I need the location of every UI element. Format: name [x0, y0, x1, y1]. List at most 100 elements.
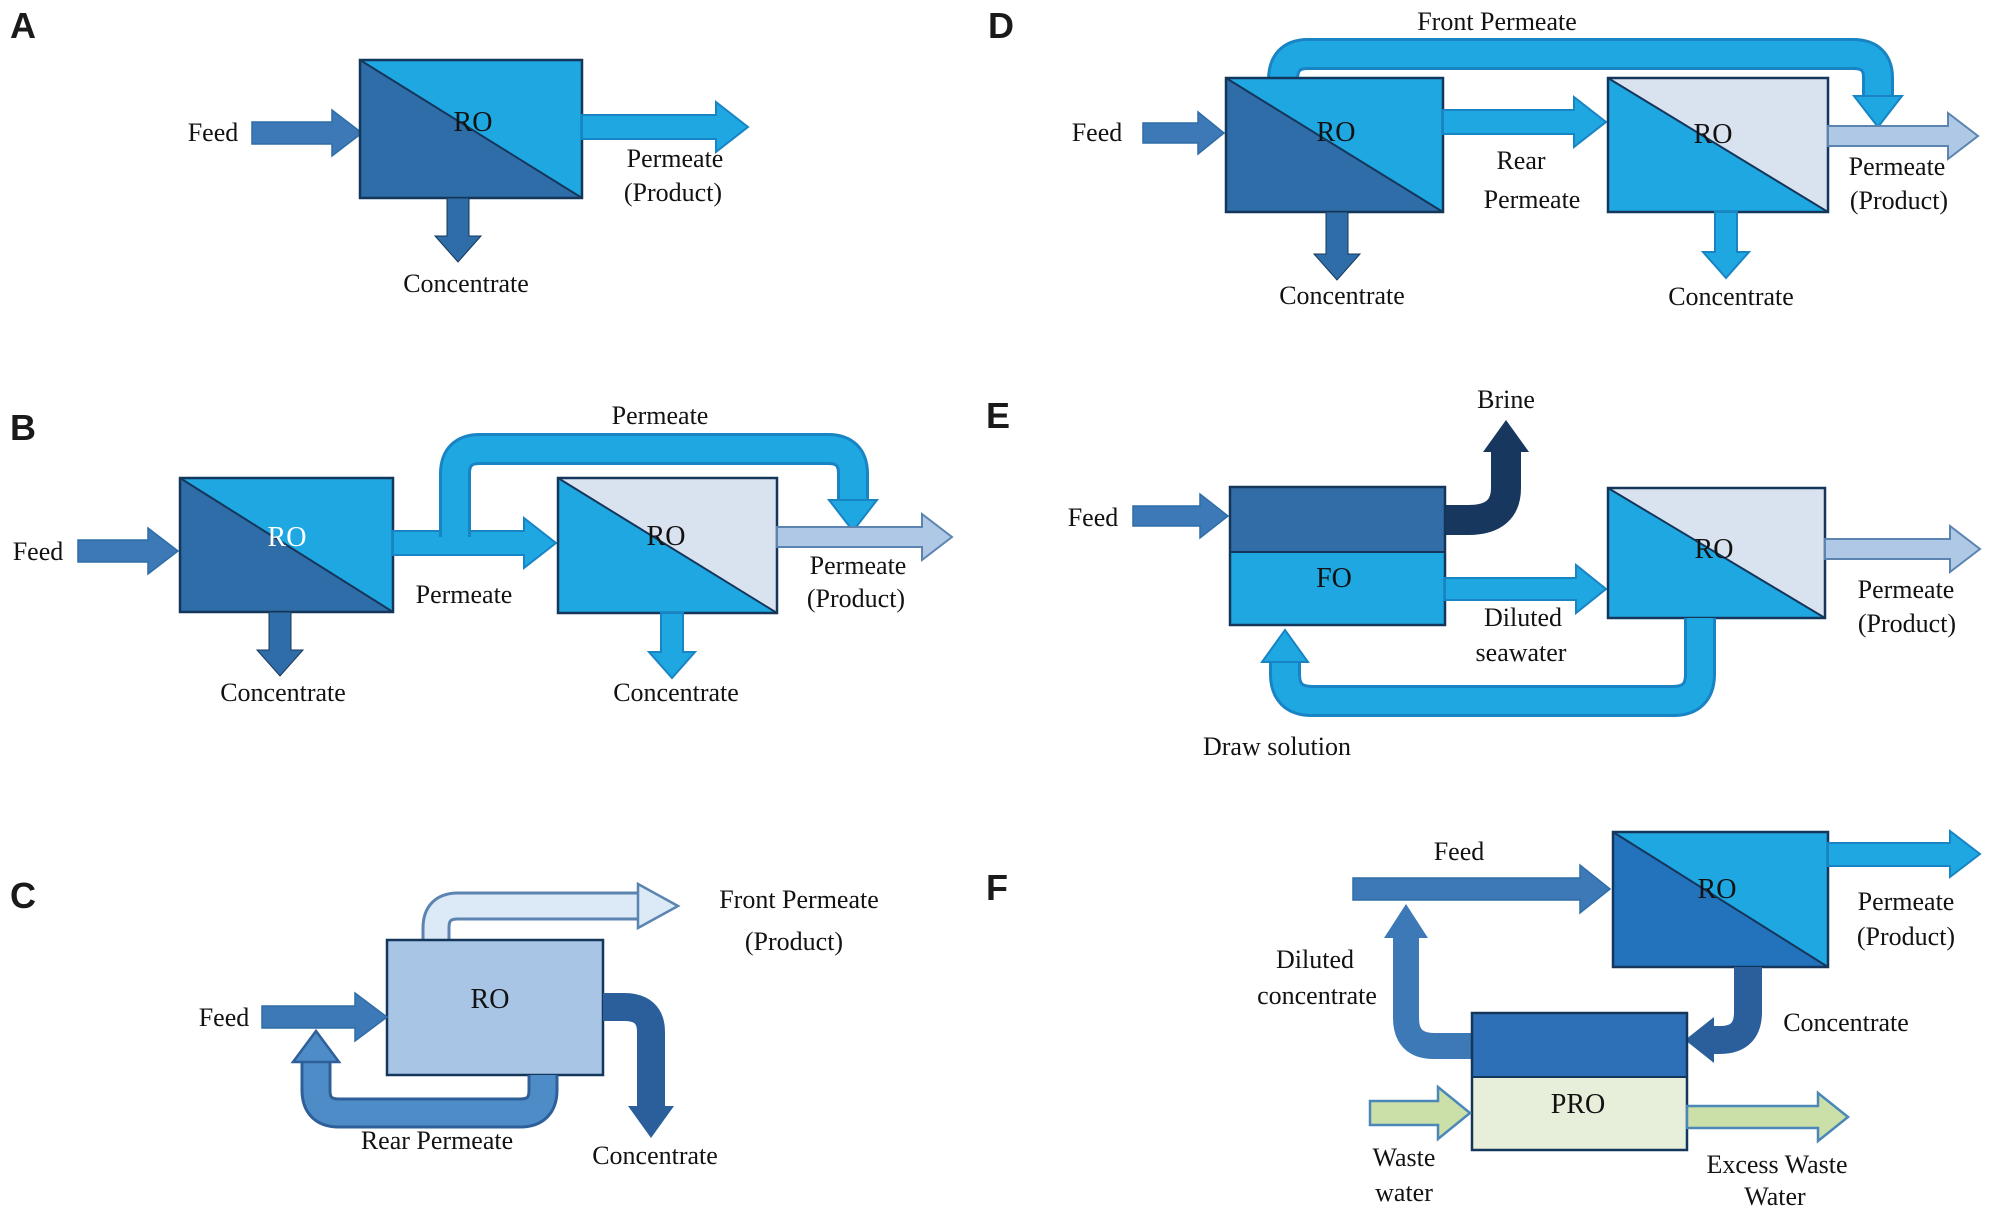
panel-f-ro-box: RO: [1611, 830, 1830, 969]
panel-f-waste-label-2: water: [1375, 1178, 1433, 1207]
panel-c-front-permeate-pipe: [421, 881, 681, 942]
panel-c-concentrate-pipe-path: [603, 993, 665, 1106]
panel-e-feed-label: Feed: [1068, 503, 1119, 532]
panel-b-mid-permeate-label: Permeate: [416, 580, 513, 609]
panel-d-front-permeate-pipe: [1267, 38, 1905, 129]
panel-e-brine-pipe: [1445, 420, 1529, 535]
panel-f-pro-border: [1470, 1011, 1689, 1152]
panel-e-diluted-seawater-arrow: [1444, 562, 1608, 616]
panel-a-letter: A: [10, 5, 36, 46]
panel-f-feed-label: Feed: [1434, 837, 1485, 866]
panel-d-rear-label-1: Rear: [1496, 146, 1545, 175]
panel-e: E Feed Brine FO Diluted seawater RO Perm…: [986, 385, 1982, 761]
panel-b: B Feed RO Permeate Permeate RO Permeate …: [10, 401, 954, 707]
panel-f-diluted-concentrate-pipe: [1384, 904, 1472, 1059]
panel-c-front-pipe-inner: [424, 894, 638, 942]
panel-e-fo-top-section: [1230, 487, 1445, 552]
panel-d-ro2-diagonal: [1607, 77, 1829, 213]
panel-c-letter: C: [10, 875, 36, 916]
panel-e-product-label-2: (Product): [1858, 609, 1956, 638]
panel-c-rear-label: Rear Permeate: [361, 1126, 513, 1155]
panel-b-ro2-box: RO: [556, 476, 779, 615]
panel-b-concentrate2-label: Concentrate: [613, 678, 739, 707]
panel-e-diluted-label-2: seawater: [1476, 638, 1567, 667]
panel-d-concentrate1-label: Concentrate: [1279, 281, 1405, 310]
panel-f-concentrate-pipe-path: [1714, 967, 1762, 1054]
panel-e-ro-box: RO: [1606, 486, 1827, 620]
panel-e-letter: E: [986, 395, 1010, 436]
panel-a-feed-label: Feed: [188, 118, 239, 147]
panel-c-rear-arrowhead: [290, 1028, 342, 1064]
panel-d-front-pipe-inner: [1270, 41, 1891, 96]
panel-b-bypass-inner: [442, 436, 866, 537]
panel-f-pro-label: PRO: [1551, 1089, 1605, 1120]
panel-d-concentrate2-label: Concentrate: [1668, 282, 1794, 311]
panel-a: A Feed RO Permeate (Product) Concentrate: [10, 5, 750, 298]
panel-e-draw-solution-pipe: [1260, 618, 1716, 717]
panel-e-fo-label: FO: [1316, 563, 1352, 594]
panel-d-rear-permeate-arrow: [1442, 94, 1608, 150]
panel-c-front-arrowhead: [636, 881, 681, 931]
panel-e-fo-box: FO: [1228, 485, 1447, 627]
panel-f-pro-top-section: [1472, 1013, 1687, 1077]
panel-a-feed-arrow: [251, 108, 364, 158]
panel-f-ro-border: [1611, 830, 1830, 969]
panel-c-front-label-1: Front Permeate: [719, 885, 879, 914]
panel-e-draw-arrowhead: [1260, 628, 1310, 663]
panel-e-ro-label: RO: [1695, 534, 1734, 565]
panel-a-permeate-arrow: [581, 99, 750, 155]
panel-e-fo-bottom-section: [1230, 552, 1445, 625]
panel-e-brine-label: Brine: [1477, 385, 1535, 414]
panel-b-top-permeate-label: Permeate: [612, 401, 709, 430]
panel-f-concentrate-arrowhead: [1685, 1017, 1714, 1063]
panel-d-concentrate1-arrow: [1312, 211, 1362, 281]
panel-f: F Feed RO Permeate (Product) Concentrate…: [986, 828, 1982, 1211]
panel-e-feed-arrow: [1132, 492, 1230, 540]
panel-a-ro-label: RO: [454, 107, 493, 138]
panel-c-feed-label: Feed: [199, 1003, 250, 1032]
panel-e-draw-label: Draw solution: [1203, 732, 1351, 761]
panel-f-diluted-label-2: concentrate: [1257, 981, 1377, 1010]
panel-c-rear-pipe-inner: [303, 1062, 556, 1126]
panel-a-permeate-label-2: (Product): [624, 178, 722, 207]
panel-f-diluted-label-1: Diluted: [1276, 945, 1354, 974]
panel-c-ro-label: RO: [471, 984, 510, 1015]
panel-b-concentrate2-arrow: [646, 612, 698, 680]
panel-f-feed-arrow: [1352, 863, 1612, 915]
panel-f-excess-label-1: Excess Waste: [1706, 1150, 1847, 1179]
panel-b-bypass-arrowhead: [826, 499, 880, 533]
panel-d: D Front Permeate Feed RO Rear Permeate R…: [988, 5, 1980, 311]
panel-e-brine-arrowhead: [1483, 420, 1529, 452]
panel-b-feed-label: Feed: [13, 537, 64, 566]
panel-b-product-label-1: Permeate: [810, 551, 907, 580]
panel-d-ro1-label: RO: [1317, 117, 1356, 148]
panel-b-product-arrow: [776, 511, 954, 563]
panel-b-concentrate1-label: Concentrate: [220, 678, 346, 707]
panel-f-excess-label-2: Water: [1744, 1182, 1806, 1211]
panel-d-ro2-label: RO: [1694, 119, 1733, 150]
panel-f-pro-bottom-section: [1472, 1077, 1687, 1150]
panel-f-pro-box: PRO: [1470, 1011, 1689, 1152]
panel-b-ro1-box: RO: [178, 476, 395, 614]
panel-b-feed-arrow: [77, 526, 180, 576]
panel-c-concentrate-pipe: [603, 993, 674, 1138]
panel-f-concentrate-pipe: [1685, 967, 1762, 1063]
panel-c-concentrate-arrowhead: [628, 1106, 674, 1138]
panel-b-ro1-label: RO: [268, 522, 307, 553]
panel-a-permeate-label-1: Permeate: [627, 144, 724, 173]
panel-d-rear-label-2: Permeate: [1484, 185, 1581, 214]
panel-f-concentrate-label: Concentrate: [1783, 1008, 1909, 1037]
panel-b-ro2-label: RO: [647, 521, 686, 552]
panel-d-ro1-box: RO: [1224, 76, 1445, 214]
panel-d-product-arrow: [1827, 110, 1980, 162]
panel-e-diluted-label-1: Diluted: [1484, 603, 1562, 632]
panel-b-letter: B: [10, 407, 36, 448]
panel-f-product-label-2: (Product): [1857, 922, 1955, 951]
panel-f-product-label-1: Permeate: [1858, 887, 1955, 916]
panel-d-product-label-2: (Product): [1850, 186, 1948, 215]
panel-e-product-arrow: [1824, 523, 1982, 575]
panel-e-brine-pipe-path: [1445, 452, 1521, 535]
panel-d-concentrate2-arrow: [1700, 211, 1752, 280]
panel-a-ro-box: RO: [358, 58, 584, 200]
